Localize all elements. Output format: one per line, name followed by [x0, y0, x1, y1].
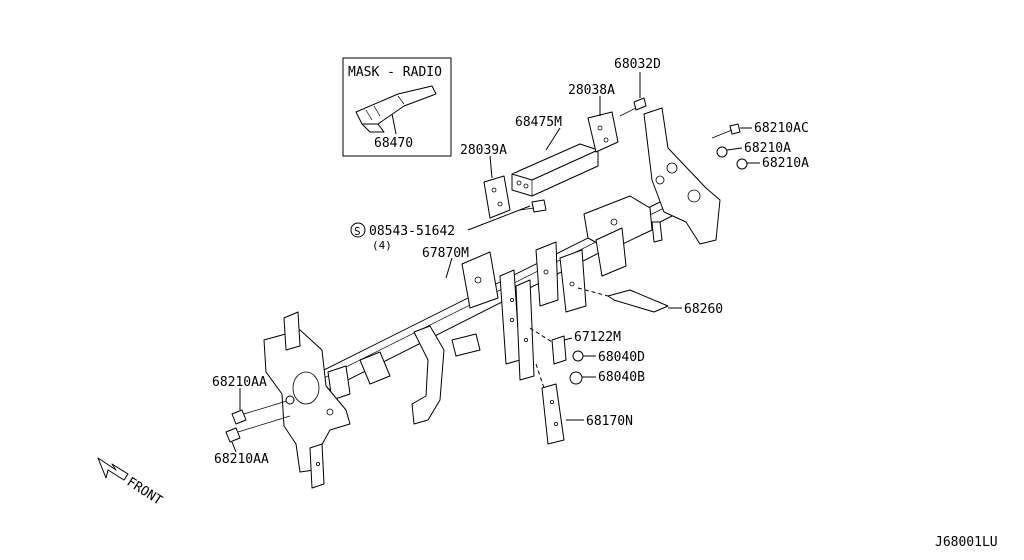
nut-68040b: [569, 371, 583, 385]
radio-mask-part: [355, 85, 437, 133]
label-68040d: 68040D: [598, 350, 645, 365]
label-08543-qty: (4): [372, 239, 392, 252]
label-08543-51642: 08543-51642: [369, 224, 455, 239]
label-28039a: 28039A: [460, 143, 507, 158]
steering-member-67870m: [263, 107, 721, 489]
front-label: FRONT: [124, 475, 165, 509]
screw-symbol-circle: [350, 222, 366, 238]
label-68210ac: 68210AC: [754, 121, 809, 136]
bolt-68210ac: [711, 123, 741, 139]
screw-08543-51642: [519, 199, 547, 213]
label-67870m: 67870M: [422, 246, 469, 261]
bolt-68210a-lower: [736, 158, 748, 170]
label-68210aa-upper: 68210AA: [212, 375, 267, 390]
label-68470: 68470: [374, 136, 413, 151]
inset-frame: [342, 57, 452, 157]
bracket-67122m: [551, 335, 567, 365]
diagram-code: J68001LU: [935, 535, 998, 550]
label-68210a-lower: 68210A: [762, 156, 809, 171]
label-68032d: 68032D: [614, 57, 661, 72]
label-68170n: 68170N: [586, 414, 633, 429]
bracket-28038a: [587, 111, 619, 153]
front-direction-arrow: FRONT: [97, 457, 165, 509]
label-28038a: 28038A: [568, 83, 615, 98]
label-68260: 68260: [684, 302, 723, 317]
bolt-68210a-upper: [716, 146, 728, 158]
mask-radio-inset: MASK - RADIO 68470: [342, 57, 452, 157]
bolt-68210aa-upper: [231, 395, 295, 425]
bracket-28039a: [483, 175, 511, 219]
label-67122m: 67122M: [574, 330, 621, 345]
bolt-68032d: [619, 97, 647, 117]
bolt-68210aa-lower: [225, 415, 291, 443]
label-68210aa-lower: 68210AA: [214, 452, 269, 467]
inset-title: MASK - RADIO: [348, 65, 442, 80]
label-68475m: 68475M: [515, 115, 562, 130]
radio-bracket-68475m: [511, 143, 599, 197]
stay-68170n: [535, 363, 565, 445]
nut-68040d: [572, 350, 584, 362]
label-68040b: 68040B: [598, 370, 645, 385]
label-68210a-upper: 68210A: [744, 141, 791, 156]
screw-symbol: S: [354, 225, 361, 238]
bracket-68260: [577, 287, 669, 313]
